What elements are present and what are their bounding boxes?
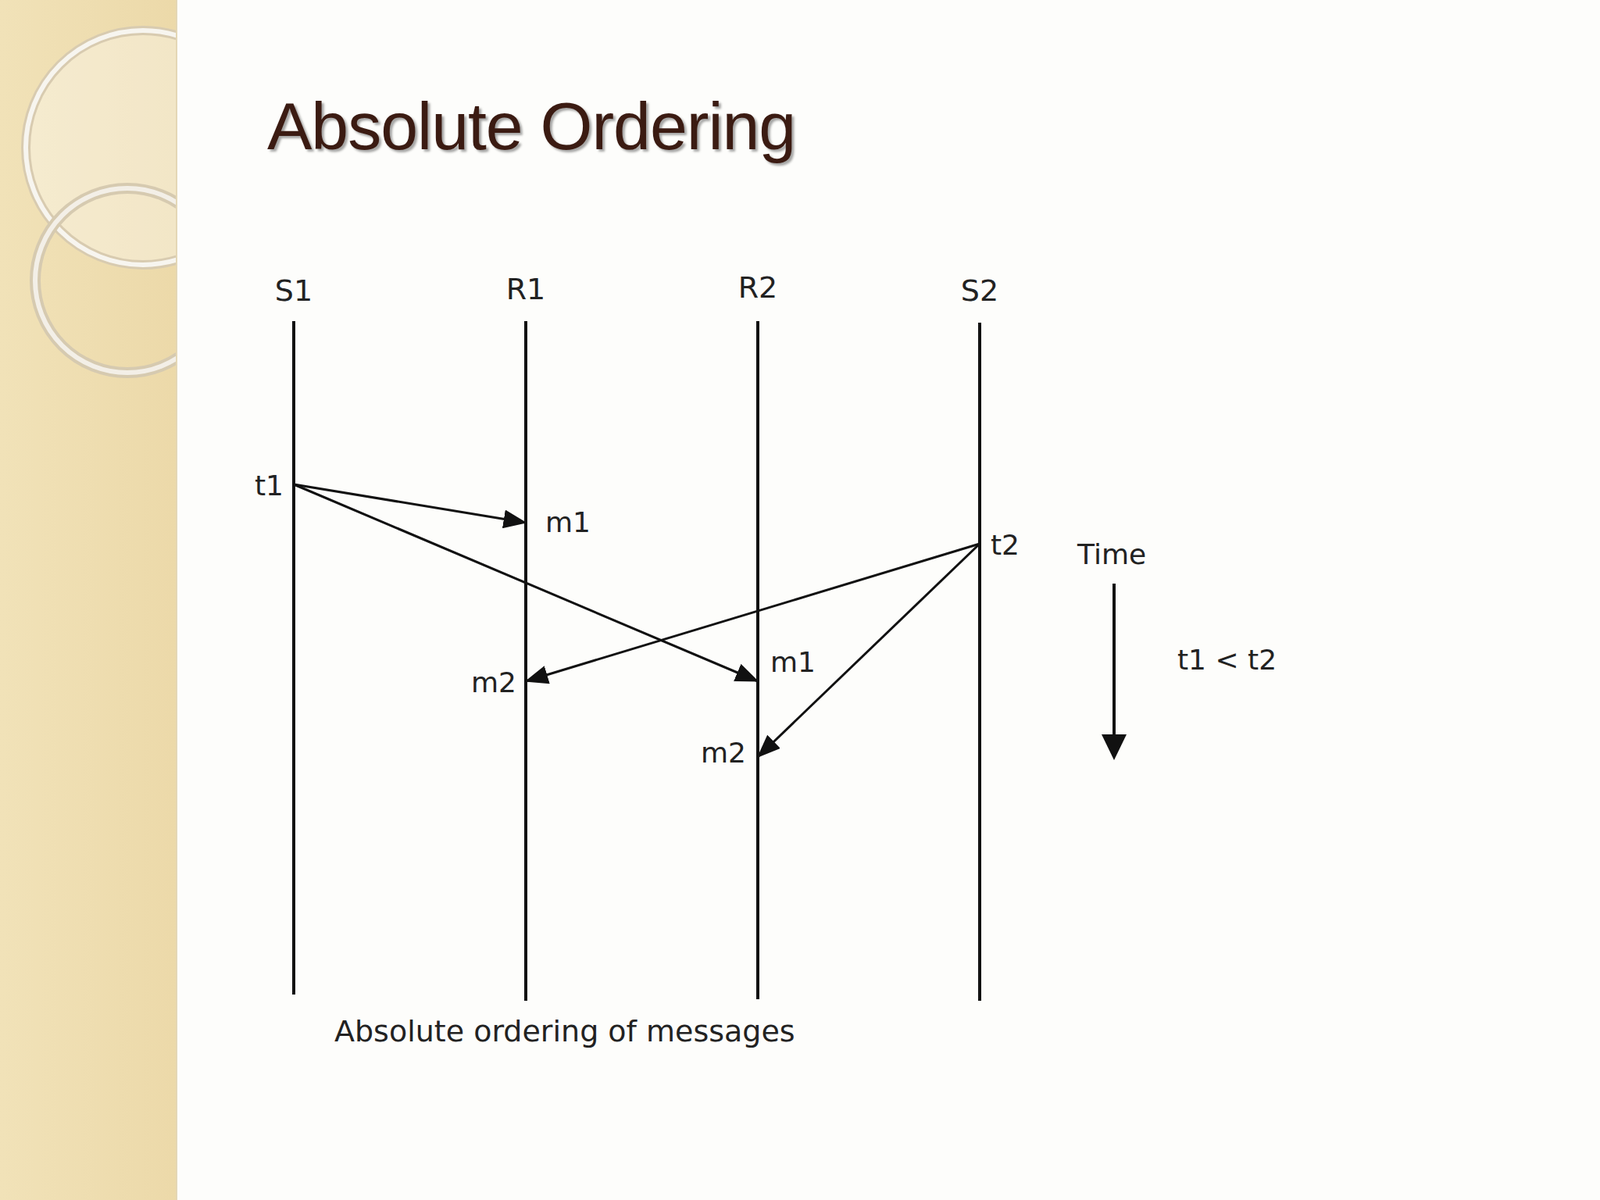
lifeline-node: R2 <box>733 271 783 1000</box>
message-arrow <box>757 543 980 758</box>
lifeline-node: S1 <box>270 275 318 995</box>
lifeline-node: S2 <box>956 275 1004 1001</box>
message-label: m2 <box>698 737 749 769</box>
lifeline-header: S2 <box>956 275 1004 308</box>
time-arrow <box>1101 583 1127 761</box>
panel-circles <box>25 30 177 373</box>
lifeline-header: R1 <box>501 273 551 307</box>
time-mark: t2 <box>988 529 1022 561</box>
lifeline-node: R1 <box>501 273 551 1001</box>
lifeline-header: R2 <box>733 271 783 305</box>
message-arrow <box>525 543 980 682</box>
message-label: m1 <box>542 507 593 539</box>
lifeline-line <box>524 321 528 1001</box>
slide-title: Absolute Ordering <box>267 87 796 165</box>
message-label: m1 <box>767 646 818 679</box>
time-mark: t1 <box>252 470 286 502</box>
axis-label: Time <box>1075 539 1149 571</box>
lifeline-header: S1 <box>270 275 318 308</box>
lifeline-line <box>978 322 982 1001</box>
message-label: m2 <box>468 667 519 699</box>
lifeline-line <box>292 321 296 995</box>
lifeline-line <box>756 321 760 1000</box>
note: t1 < t2 <box>1175 644 1279 676</box>
message-arrow <box>293 484 526 523</box>
figure-caption: Absolute ordering of messages <box>334 1014 796 1049</box>
